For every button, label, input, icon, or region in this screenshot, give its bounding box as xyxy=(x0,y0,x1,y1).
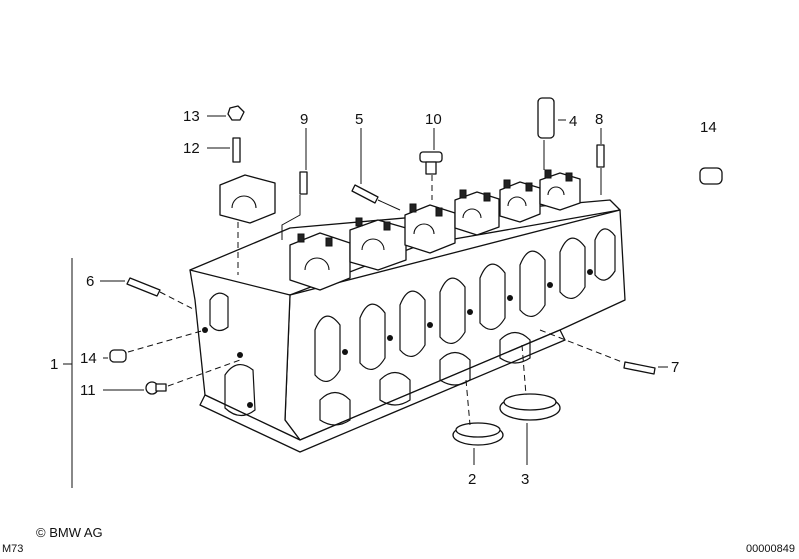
diagram-id: 00000849 xyxy=(746,543,795,555)
callout-labels: 13 12 9 5 10 4 8 14 6 1 14 11 7 2 3 xyxy=(50,108,717,488)
callout-3: 3 xyxy=(521,471,529,488)
callout-2: 2 xyxy=(468,471,476,488)
copyright-notice: © BMW AG xyxy=(36,525,103,540)
callout-6: 6 xyxy=(86,273,94,290)
callout-7: 7 xyxy=(671,359,679,376)
loose-parts xyxy=(109,97,723,446)
leader-lines xyxy=(63,115,668,488)
callout-9: 9 xyxy=(300,111,308,128)
callout-4: 4 xyxy=(569,113,577,130)
callout-5: 5 xyxy=(355,111,363,128)
callout-8: 8 xyxy=(595,111,603,128)
bearing-caps xyxy=(289,169,581,291)
callout-11: 11 xyxy=(80,382,96,399)
callout-10: 10 xyxy=(425,111,442,128)
callout-14-right: 14 xyxy=(700,119,717,136)
model-code: M73 xyxy=(2,543,24,555)
callout-12: 12 xyxy=(183,140,200,157)
callout-1: 1 xyxy=(50,356,58,373)
callout-14-left: 14 xyxy=(80,350,97,367)
dashed-guides xyxy=(127,175,623,426)
callout-13: 13 xyxy=(183,108,200,125)
